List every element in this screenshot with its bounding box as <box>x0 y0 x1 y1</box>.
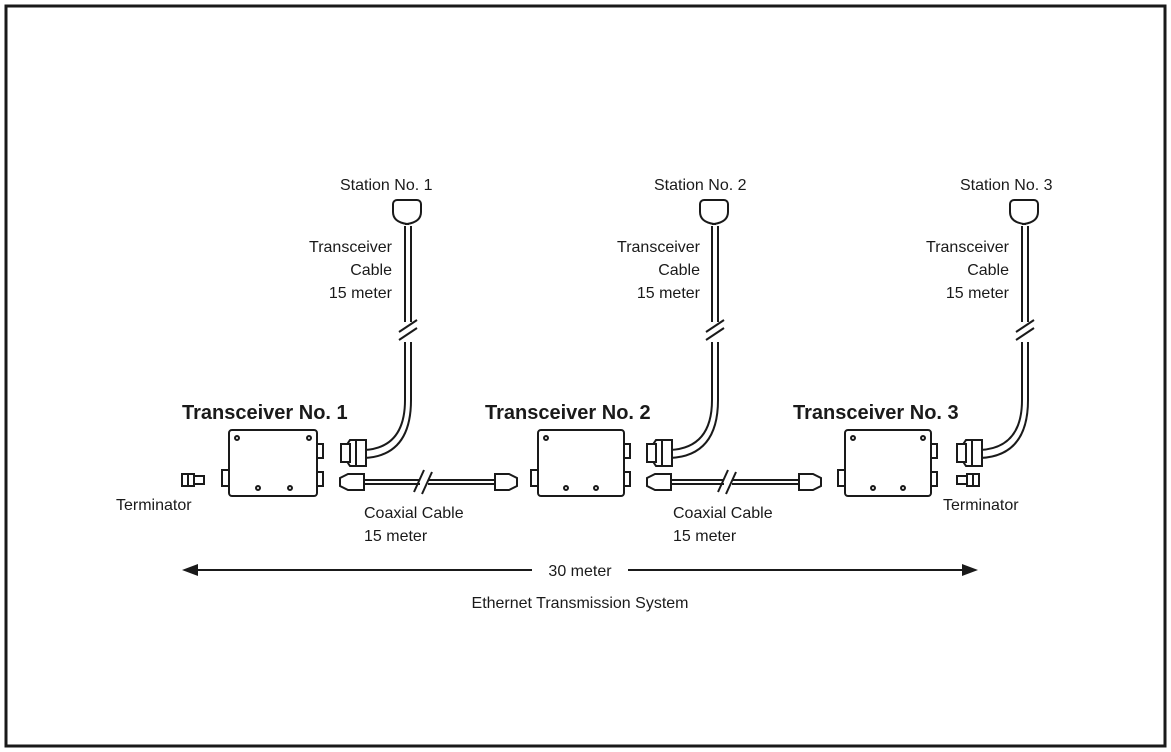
frame-border <box>4 4 1167 748</box>
coax-1-label-line2: 15 meter <box>364 528 428 545</box>
station-2-cable-plug-icon <box>646 439 673 467</box>
station-1-cable-line2: Cable <box>350 262 392 279</box>
terminator-left-label: Terminator <box>116 497 192 514</box>
terminator-right-icon <box>956 473 980 487</box>
station-2-cable-line2: Cable <box>658 262 700 279</box>
transceiver-3-label: Transceiver No. 3 <box>793 402 959 424</box>
coax-cable-1 <box>339 469 518 495</box>
station-1-label: Station No. 1 <box>340 177 433 194</box>
station-1-group: Station No. 1 Transceiver Cable 15 meter… <box>182 177 433 497</box>
terminator-right-label: Terminator <box>943 497 1019 514</box>
terminator-left-icon <box>181 473 205 487</box>
transceiver-2-label: Transceiver No. 2 <box>485 402 651 424</box>
station-2-cable-line1: Transceiver <box>617 239 701 256</box>
station-3-cable-line3: 15 meter <box>946 285 1010 302</box>
coax-2-label-line1: Coaxial Cable <box>673 505 773 522</box>
station-3-cable-plug-icon <box>956 439 983 467</box>
transceiver-2-box-icon <box>530 429 631 497</box>
coax-1-label-line1: Coaxial Cable <box>364 505 464 522</box>
station-2-cable-line3: 15 meter <box>637 285 701 302</box>
span-length-label: 30 meter <box>548 563 612 580</box>
station-1-cable-line3: 15 meter <box>329 285 393 302</box>
station-3-group: Station No. 3 Transceiver Cable 15 meter… <box>793 177 1053 497</box>
station-3-transceiver-cable <box>979 226 1035 459</box>
station-2-transceiver-cable <box>669 226 725 459</box>
coax-cable-2 <box>646 469 822 495</box>
station-2-connector-icon <box>699 199 729 226</box>
station-2-group: Station No. 2 Transceiver Cable 15 meter… <box>485 177 747 497</box>
station-3-connector-icon <box>1009 199 1039 226</box>
station-1-cable-plug-icon <box>340 439 367 467</box>
transceiver-1-box-icon <box>221 429 324 497</box>
transceiver-3-box-icon <box>837 429 938 497</box>
station-3-cable-line1: Transceiver <box>926 239 1010 256</box>
coax-2-label-line2: 15 meter <box>673 528 737 545</box>
station-3-cable-line2: Cable <box>967 262 1009 279</box>
station-3-label: Station No. 3 <box>960 177 1053 194</box>
span-caption: Ethernet Transmission System <box>472 595 689 612</box>
station-1-connector-icon <box>392 199 422 226</box>
station-2-label: Station No. 2 <box>654 177 747 194</box>
station-1-cable-line1: Transceiver <box>309 239 393 256</box>
transceiver-1-label: Transceiver No. 1 <box>182 402 348 424</box>
span-dimension-arrow <box>182 564 978 576</box>
station-1-transceiver-cable <box>363 226 418 459</box>
